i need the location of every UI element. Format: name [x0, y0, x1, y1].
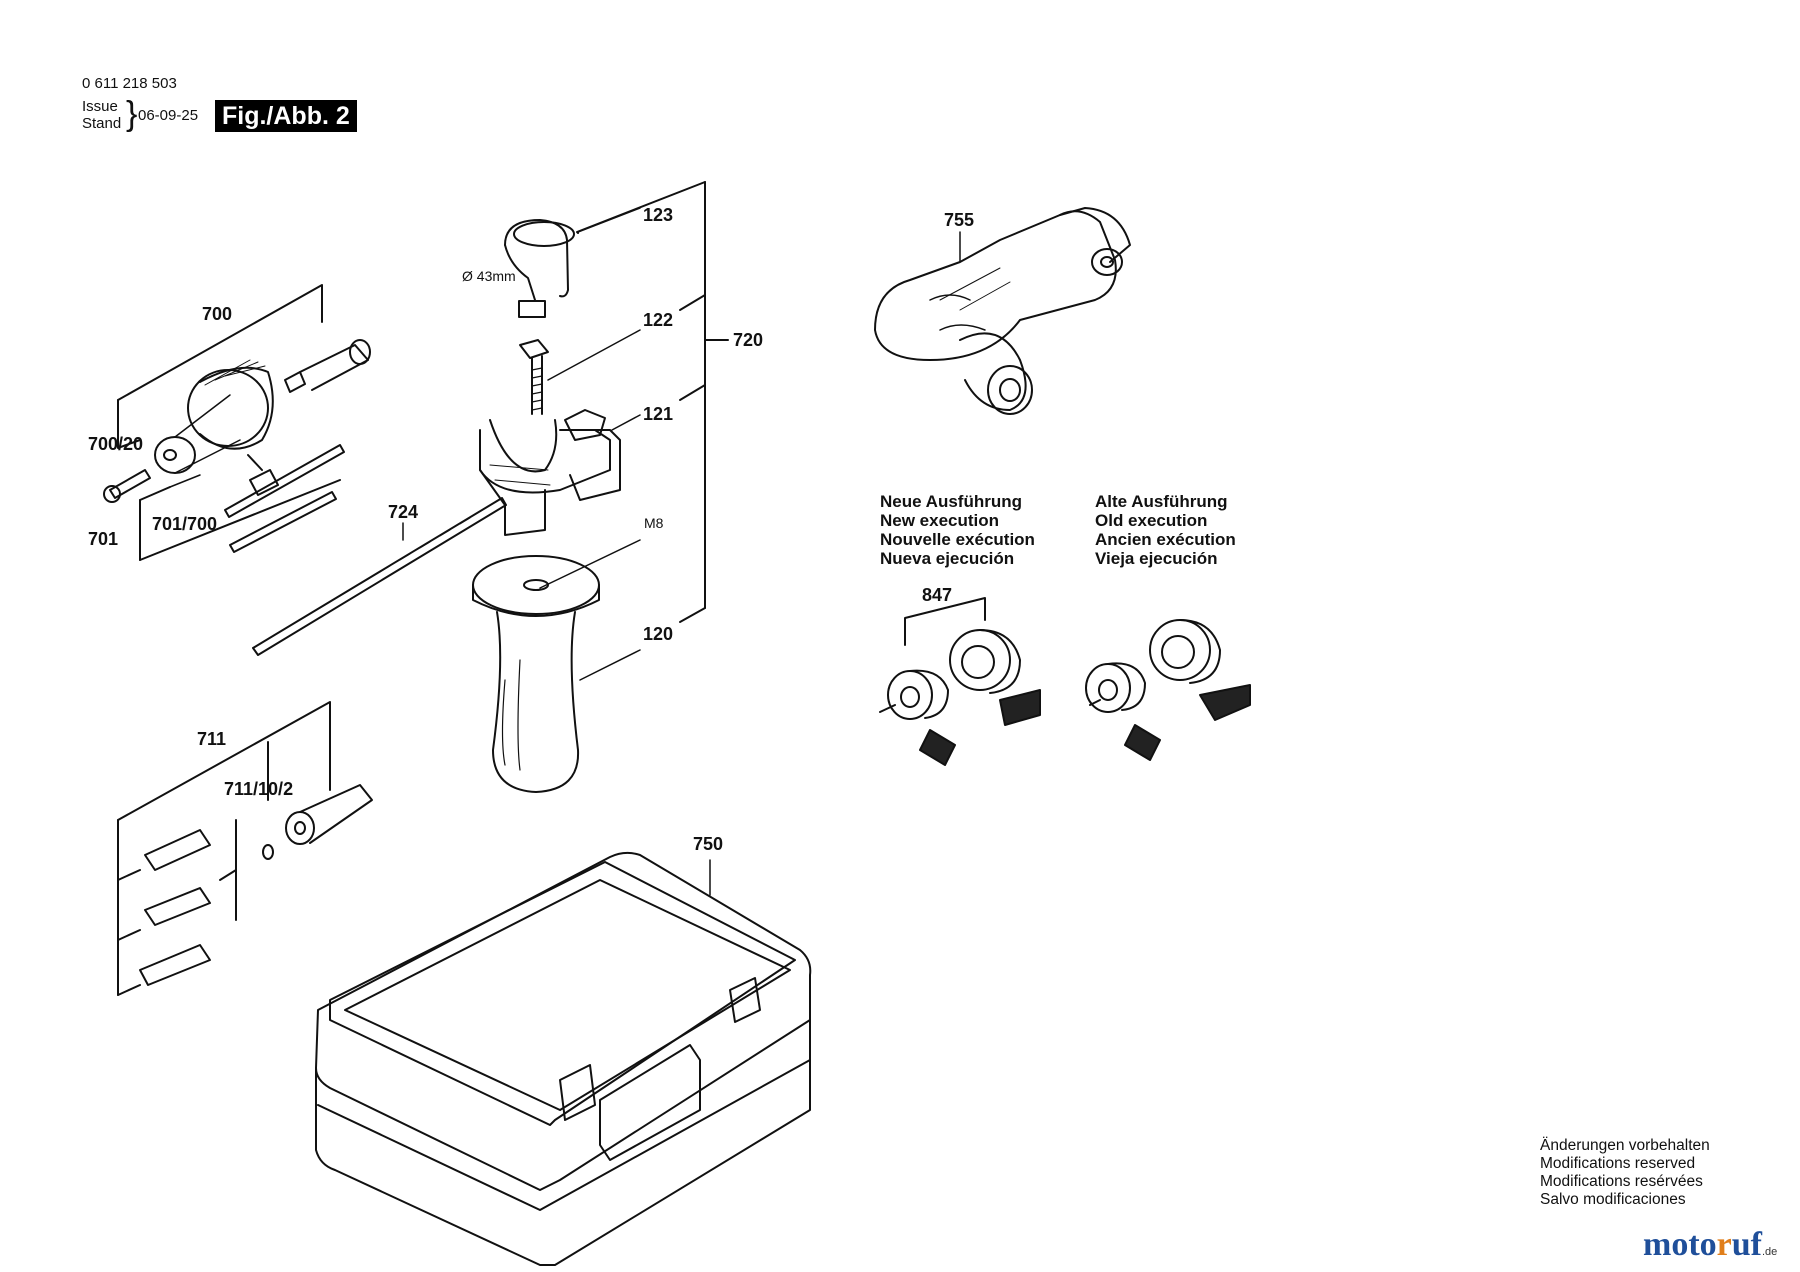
- modifications-note: Änderungen vorbehalten Modifications res…: [1540, 1137, 1710, 1209]
- callout-122: 122: [643, 310, 673, 330]
- motoruf-logo: motoruf.de: [1643, 1226, 1778, 1263]
- callout-701-700: 701/700: [152, 514, 217, 534]
- new-execution-line: Nouvelle exécution: [880, 530, 1035, 549]
- note-line: Änderungen vorbehalten: [1540, 1137, 1710, 1154]
- angle-head-755: [874, 207, 1131, 415]
- callout-720: 720: [733, 330, 763, 350]
- callout-847: 847: [922, 585, 952, 605]
- note-line: Salvo modificaciones: [1540, 1191, 1686, 1208]
- new-execution-line: Nueva ejecución: [880, 549, 1015, 568]
- stand-label: Stand: [82, 115, 122, 132]
- chuck-group-700: [103, 284, 371, 561]
- callout-120: 120: [643, 624, 673, 644]
- old-execution-line: Old execution: [1095, 511, 1208, 530]
- callout-724: 724: [388, 502, 418, 522]
- callout-750: 750: [693, 834, 723, 854]
- callout-700: 700: [202, 304, 232, 324]
- adapter-847-new: [879, 597, 1041, 766]
- bracket-720: [576, 181, 729, 623]
- side-handle-120: [472, 539, 641, 793]
- clamp-body-121: [479, 409, 641, 536]
- carry-case-750: [315, 851, 812, 1266]
- callout-700-20: 700/20: [88, 434, 143, 454]
- new-execution-line: Neue Ausführung: [880, 492, 1022, 511]
- brace-glyph: }: [126, 95, 138, 133]
- diameter-label: Ø 43mm: [462, 268, 516, 284]
- issue-date: 06-09-25: [138, 107, 199, 124]
- old-execution-caption: Alte Ausführung Old execution Ancien exé…: [1095, 492, 1236, 568]
- clamp-band-123: [504, 207, 641, 318]
- new-execution-caption: Neue Ausführung New execution Nouvelle e…: [880, 492, 1035, 568]
- old-execution-line: Alte Ausführung: [1095, 492, 1228, 511]
- new-execution-line: New execution: [880, 511, 1000, 530]
- issue-stand-labels: Issue Stand: [82, 98, 121, 132]
- screw-122: [519, 329, 641, 415]
- old-execution-line: Ancien exécution: [1095, 530, 1236, 549]
- callout-755: 755: [944, 210, 974, 230]
- callout-labels: 123 122 121 720 724 M8 120 Ø 43mm 755 70…: [88, 205, 974, 854]
- callout-123: 123: [643, 205, 673, 225]
- old-execution-line: Vieja ejecución: [1095, 549, 1218, 568]
- note-line: Modifications reserved: [1540, 1155, 1696, 1172]
- callout-711-10-2: 711/10/2: [224, 779, 293, 799]
- depth-rod-724: [252, 497, 507, 656]
- part-number: 0 611 218 503: [82, 75, 177, 92]
- bit-set-711: [117, 701, 373, 996]
- note-line: Modifications resérvées: [1540, 1173, 1703, 1190]
- adapter-old: [1085, 619, 1251, 761]
- callout-701: 701: [88, 529, 118, 549]
- issue-label: Issue: [82, 98, 118, 115]
- callout-121: 121: [643, 404, 673, 424]
- callout-711: 711: [197, 729, 226, 749]
- callout-m8: M8: [644, 515, 664, 531]
- figure-badge: Fig./Abb. 2: [215, 100, 357, 132]
